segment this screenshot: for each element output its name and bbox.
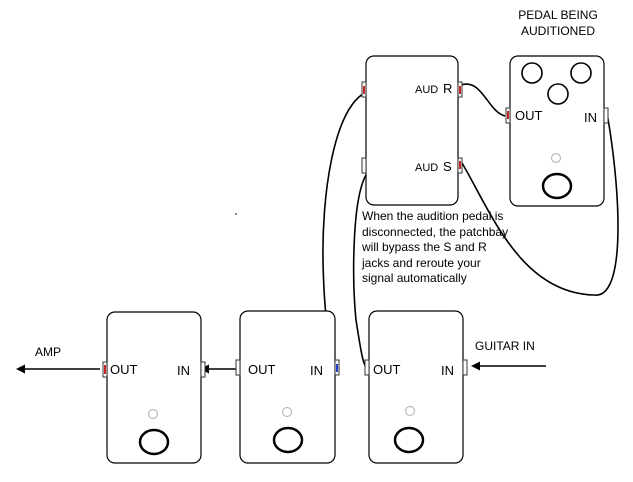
pedal-3 (364, 310, 468, 464)
arrow-guitar-in-head (471, 361, 480, 371)
pedal-3-in-jack (462, 359, 468, 376)
cable-audition-in-to-patchbay-s (461, 107, 619, 296)
guitar-in-label: GUITAR IN (475, 339, 535, 353)
pedal-2-led (281, 406, 293, 418)
audition-pedal-in-jack (603, 107, 609, 124)
patchbay-r-label: R (443, 81, 453, 96)
pedal-1-led (147, 408, 159, 420)
arrow-to-amp-head (16, 364, 25, 374)
audition-pedal-title-line1: PEDAL BEING (518, 8, 598, 22)
pedal-3-body (368, 310, 464, 464)
patchbay-left-top-jack-tip (363, 86, 365, 94)
patchbay-aud-s-label: AUD (415, 162, 439, 174)
audition-pedal (505, 55, 609, 207)
audition-pedal-title: PEDAL BEING AUDITIONED (498, 7, 618, 39)
pedal-2-body (239, 310, 336, 464)
stray-dot (235, 213, 237, 215)
pedal-2-out-label: OUT (248, 362, 276, 377)
pedal-3-footswitch (393, 426, 425, 454)
arrows (16, 361, 546, 374)
audition-pedal-footswitch (541, 172, 573, 200)
pedal-1-out-jack-tip (104, 365, 106, 374)
pedal-1-out-label: OUT (110, 362, 138, 377)
bypass-note: When the audition pedal is disconnected,… (362, 209, 509, 286)
pedal-3-out-label: OUT (373, 362, 401, 377)
patchbay-s-jack-tip (459, 161, 461, 169)
audition-pedal-out-label: OUT (515, 108, 543, 123)
patchbay-s-label: S (443, 159, 452, 174)
cable-patchbay-r-to-audition-out (460, 83, 506, 117)
pedal-1-footswitch (138, 428, 170, 456)
cable-patchbay-lower-to-pedal3-out (352, 174, 367, 369)
pedal-1-in-jack (200, 361, 206, 378)
patchbay-left-bottom-jack (361, 157, 367, 174)
pedal-3-led (404, 405, 416, 417)
patchbay-r-jack-tip (459, 86, 461, 94)
audition-pedal-led (550, 152, 562, 164)
audition-pedal-knob-right (570, 62, 592, 84)
patchbay-aud-r-label: AUD (415, 84, 439, 96)
pedal-1-body (106, 311, 202, 464)
cables (322, 83, 619, 369)
audition-pedal-knob-left (521, 62, 543, 84)
pedal-1-in-label: IN (177, 363, 190, 378)
pedal-3-out-jack (364, 359, 370, 376)
pedal-3-in-label: IN (441, 363, 454, 378)
audition-pedal-knob-center (547, 83, 569, 105)
audition-pedal-in-label: IN (584, 110, 597, 125)
patchbay (361, 55, 463, 206)
pedal-2-footswitch (272, 426, 304, 454)
audition-pedal-out-jack-tip (507, 111, 509, 119)
pedal-1 (102, 311, 206, 464)
audition-pedal-title-line2: AUDITIONED (520, 24, 595, 38)
patchbay-body (365, 55, 459, 206)
pedal-2 (235, 310, 340, 464)
amp-label: AMP (35, 345, 62, 359)
pedal-2-in-label: IN (310, 363, 323, 378)
pedal-2-out-jack (235, 359, 241, 376)
pedal-2-in-jack-tip (336, 364, 338, 372)
audition-pedal-body (509, 55, 605, 207)
